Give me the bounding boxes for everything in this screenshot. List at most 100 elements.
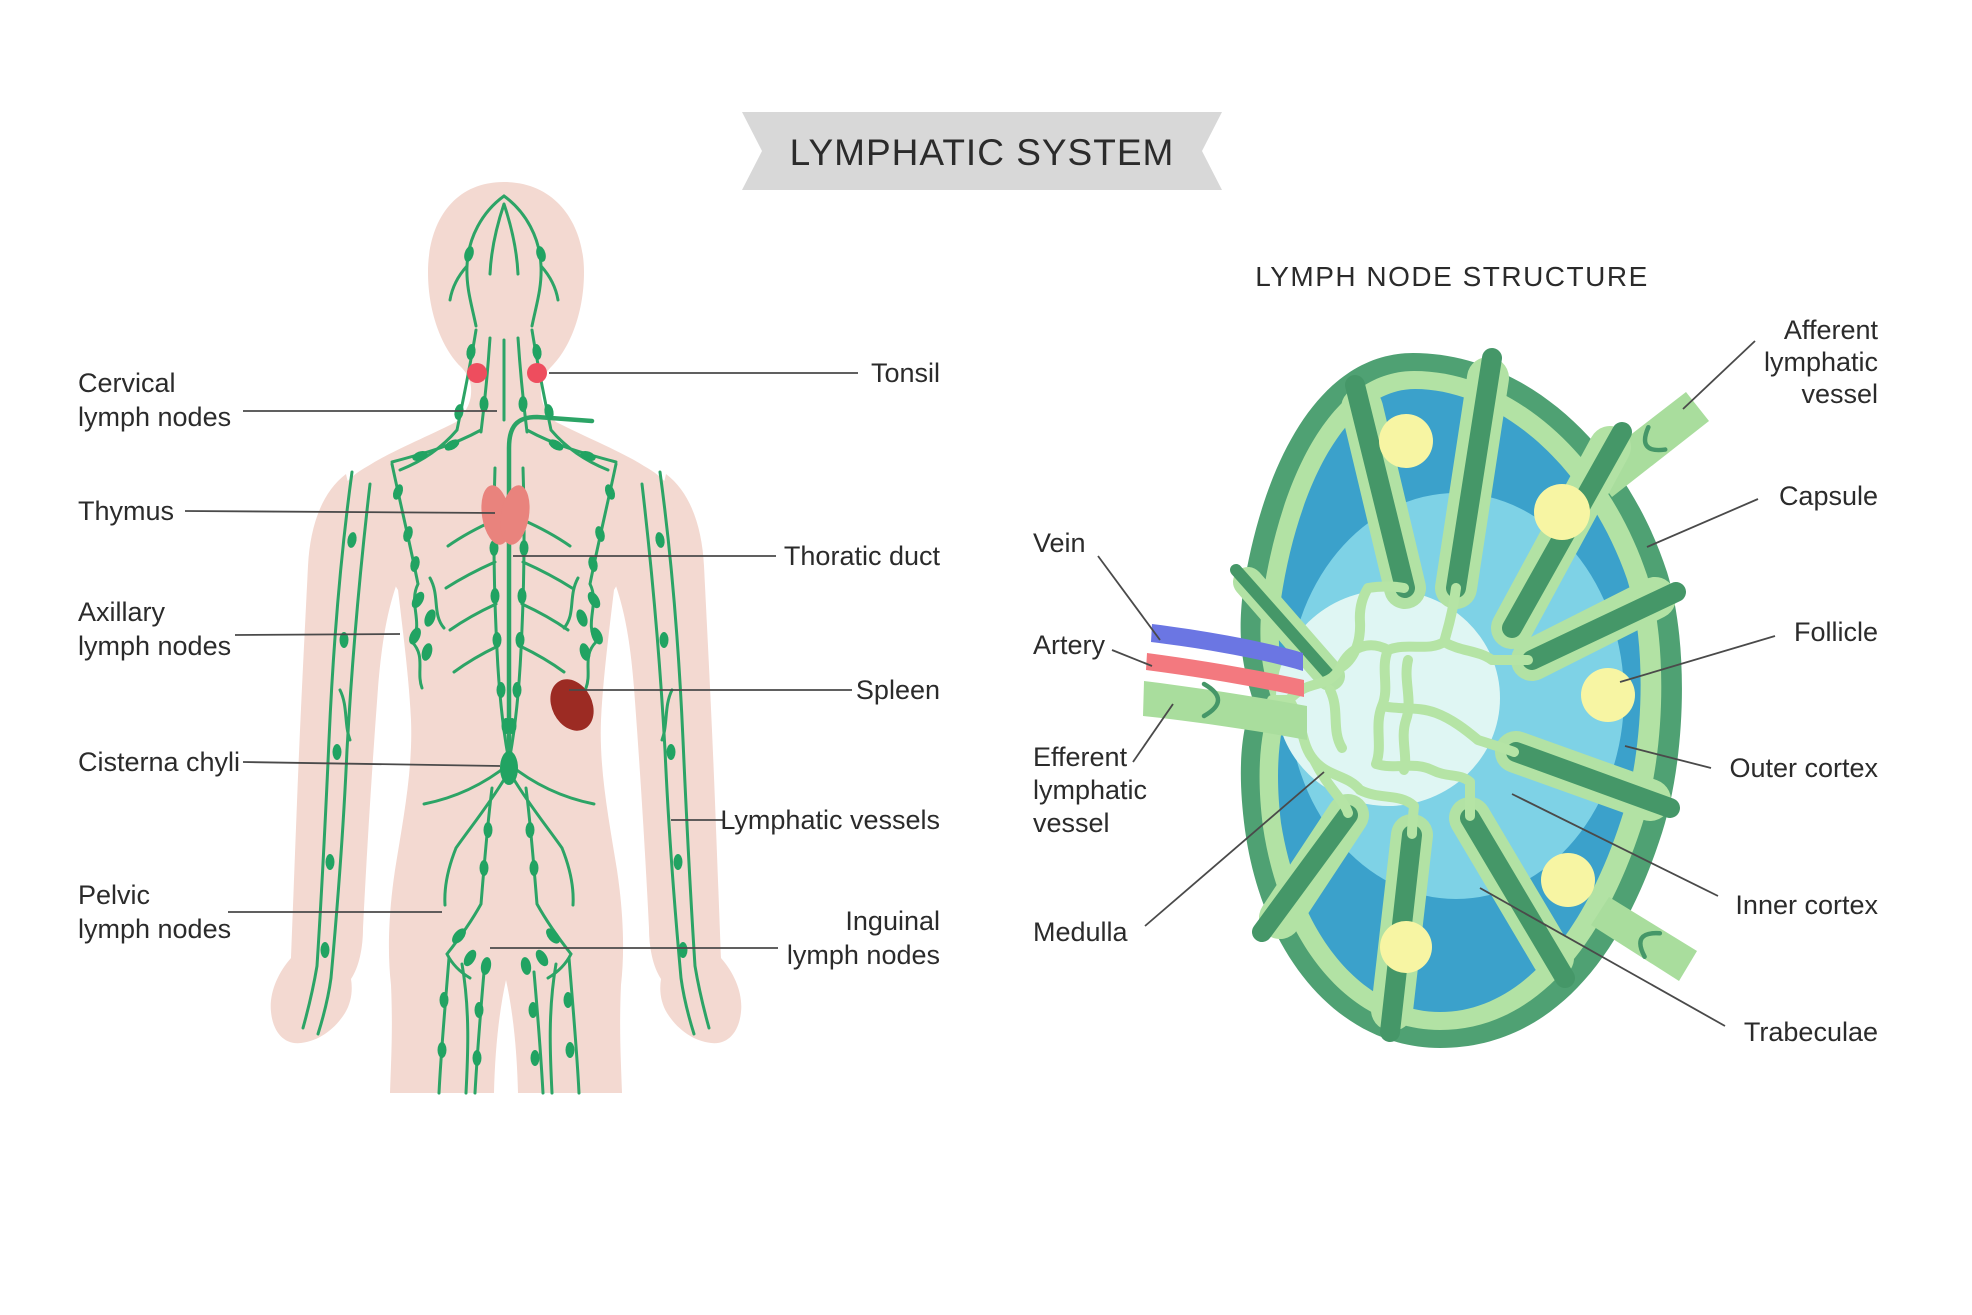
- human-body-silhouette: [270, 182, 742, 1093]
- lymph-node-dot: [548, 439, 564, 451]
- lymph-node-dot: [544, 404, 554, 420]
- torso-head-legs-shape: [337, 182, 675, 1093]
- lymph-node-dot: [588, 556, 598, 572]
- lymph-node-dot: [474, 1002, 484, 1018]
- lymph-node-dot: [519, 540, 529, 556]
- lymph-node-dot: [452, 928, 466, 944]
- lymph-node-dot: [496, 682, 506, 698]
- lymph-node-dot: [492, 632, 502, 648]
- lymph-node-dot: [532, 344, 542, 360]
- pointer-artery: [1111, 649, 1153, 667]
- label-thymus: Thymus: [78, 496, 174, 526]
- lymph-node-dot: [466, 344, 476, 360]
- flow-chevron-icon: [1638, 930, 1663, 959]
- label-afferent-lymphatic-vessel: Afferent lymphatic vessel: [1764, 315, 1879, 409]
- lymph-node-dot: [421, 643, 433, 661]
- label-line: lymphatic: [1033, 775, 1147, 805]
- label-trabeculae: Trabeculae: [1744, 1017, 1878, 1047]
- lymph-node-dot: [678, 942, 688, 958]
- label-outer-cortex: Outer cortex: [1729, 753, 1878, 783]
- lymph-node-dot: [673, 854, 683, 870]
- label-inner-cortex: Inner cortex: [1735, 890, 1878, 920]
- lymph-node-dot: [412, 450, 428, 462]
- label-line: Cervical: [78, 368, 176, 398]
- label-efferent-lymphatic-vessel: Efferent lymphatic vessel: [1033, 742, 1147, 838]
- lymph-node-dot: [472, 1050, 482, 1066]
- lymph-node-dot: [604, 484, 616, 500]
- lymph-node-structure-title: LYMPH NODE STRUCTURE: [1255, 261, 1649, 292]
- pointer-thymus: [184, 510, 496, 514]
- label-follicle: Follicle: [1794, 617, 1878, 647]
- title-banner: LYMPHATIC SYSTEM: [742, 112, 1222, 190]
- label-pelvic-lymph-nodes: Pelvic lymph nodes: [78, 880, 231, 944]
- lymph-node-dot: [410, 556, 420, 572]
- label-lymphatic-vessels: Lymphatic vessels: [720, 805, 940, 835]
- lymph-node-dot: [439, 992, 449, 1008]
- body-organs: [467, 363, 594, 785]
- label-line: lymph nodes: [78, 402, 231, 432]
- label-line: lymph nodes: [78, 631, 231, 661]
- lymph-node-dot: [536, 246, 546, 262]
- tonsils: [467, 363, 547, 383]
- vein-graphic: [1151, 624, 1303, 671]
- label-inguinal-lymph-nodes: Inguinal lymph nodes: [787, 906, 940, 970]
- right-arm-shape: [616, 474, 742, 1044]
- label-artery: Artery: [1033, 630, 1106, 660]
- flow-chevron-icon: [1642, 424, 1668, 453]
- pointer-trabeculae: [1479, 887, 1726, 1027]
- lymph-node-dot: [528, 1002, 538, 1018]
- spleen-organ: [550, 679, 594, 731]
- pointer-vein: [1097, 555, 1161, 641]
- lymph-node-dot: [490, 588, 500, 604]
- label-line: vessel: [1801, 379, 1878, 409]
- trabeculae-core: [1230, 564, 1336, 682]
- lymph-node-dot: [403, 526, 413, 542]
- lymph-node-dot: [591, 627, 603, 645]
- lymph-node-dot: [339, 632, 349, 648]
- label-thoratic-duct: Thoratic duct: [784, 541, 941, 571]
- lymph-node-dot: [507, 718, 517, 734]
- label-spleen: Spleen: [856, 675, 940, 705]
- lymph-node-dot: [347, 532, 357, 548]
- lymph-node-dot: [480, 957, 492, 975]
- lymph-node-dot: [325, 854, 335, 870]
- pointer-afferent: [1682, 340, 1756, 410]
- hilum-vessels: [1143, 624, 1307, 740]
- follicle-circle: [1534, 484, 1590, 540]
- lymph-node-dot: [525, 822, 535, 838]
- label-line: Pelvic: [78, 880, 150, 910]
- label-line: lymph nodes: [787, 940, 940, 970]
- label-line: Afferent: [1784, 315, 1879, 345]
- lymph-node-dot: [580, 450, 596, 462]
- medullary-cords-mesh: [1267, 581, 1533, 839]
- lymph-node-dot: [411, 591, 425, 609]
- lymph-node-dot: [518, 396, 528, 412]
- efferent-lymphatic-vessel-graphic: [1143, 681, 1307, 740]
- body-lymph-node-dots: [320, 246, 688, 1066]
- lymph-node-dot: [517, 588, 527, 604]
- follicle-circle: [1541, 853, 1595, 907]
- lymph-node-dot: [529, 860, 539, 876]
- follicle-circle: [1380, 921, 1432, 973]
- lymph-node-dot: [655, 532, 665, 548]
- pointer-lines: [184, 340, 1776, 1027]
- banner-ribbon: [742, 112, 1222, 190]
- label-medulla: Medulla: [1033, 917, 1129, 947]
- thoracic-duct-vessel: [506, 414, 595, 760]
- lymph-node-dot: [454, 404, 464, 420]
- lymph-node-dot: [332, 744, 342, 760]
- lymph-node-dot: [576, 609, 588, 627]
- lymph-node-dot: [565, 1042, 575, 1058]
- lymph-vessels-arms: [301, 470, 711, 1036]
- lymph-node-dot: [489, 540, 499, 556]
- lymph-node-dot: [587, 591, 601, 609]
- label-line: Axillary: [78, 597, 166, 627]
- label-cisterna-chyli: Cisterna chyli: [78, 747, 240, 777]
- lymph-node-dot: [409, 627, 421, 645]
- lymph-node-dot: [463, 949, 477, 967]
- lymph-node-dot: [479, 396, 489, 412]
- lymph-node-dot: [659, 632, 669, 648]
- pointer-medulla: [1144, 771, 1325, 927]
- pointer-follicle: [1619, 635, 1776, 683]
- lymph-node-dot: [666, 744, 676, 760]
